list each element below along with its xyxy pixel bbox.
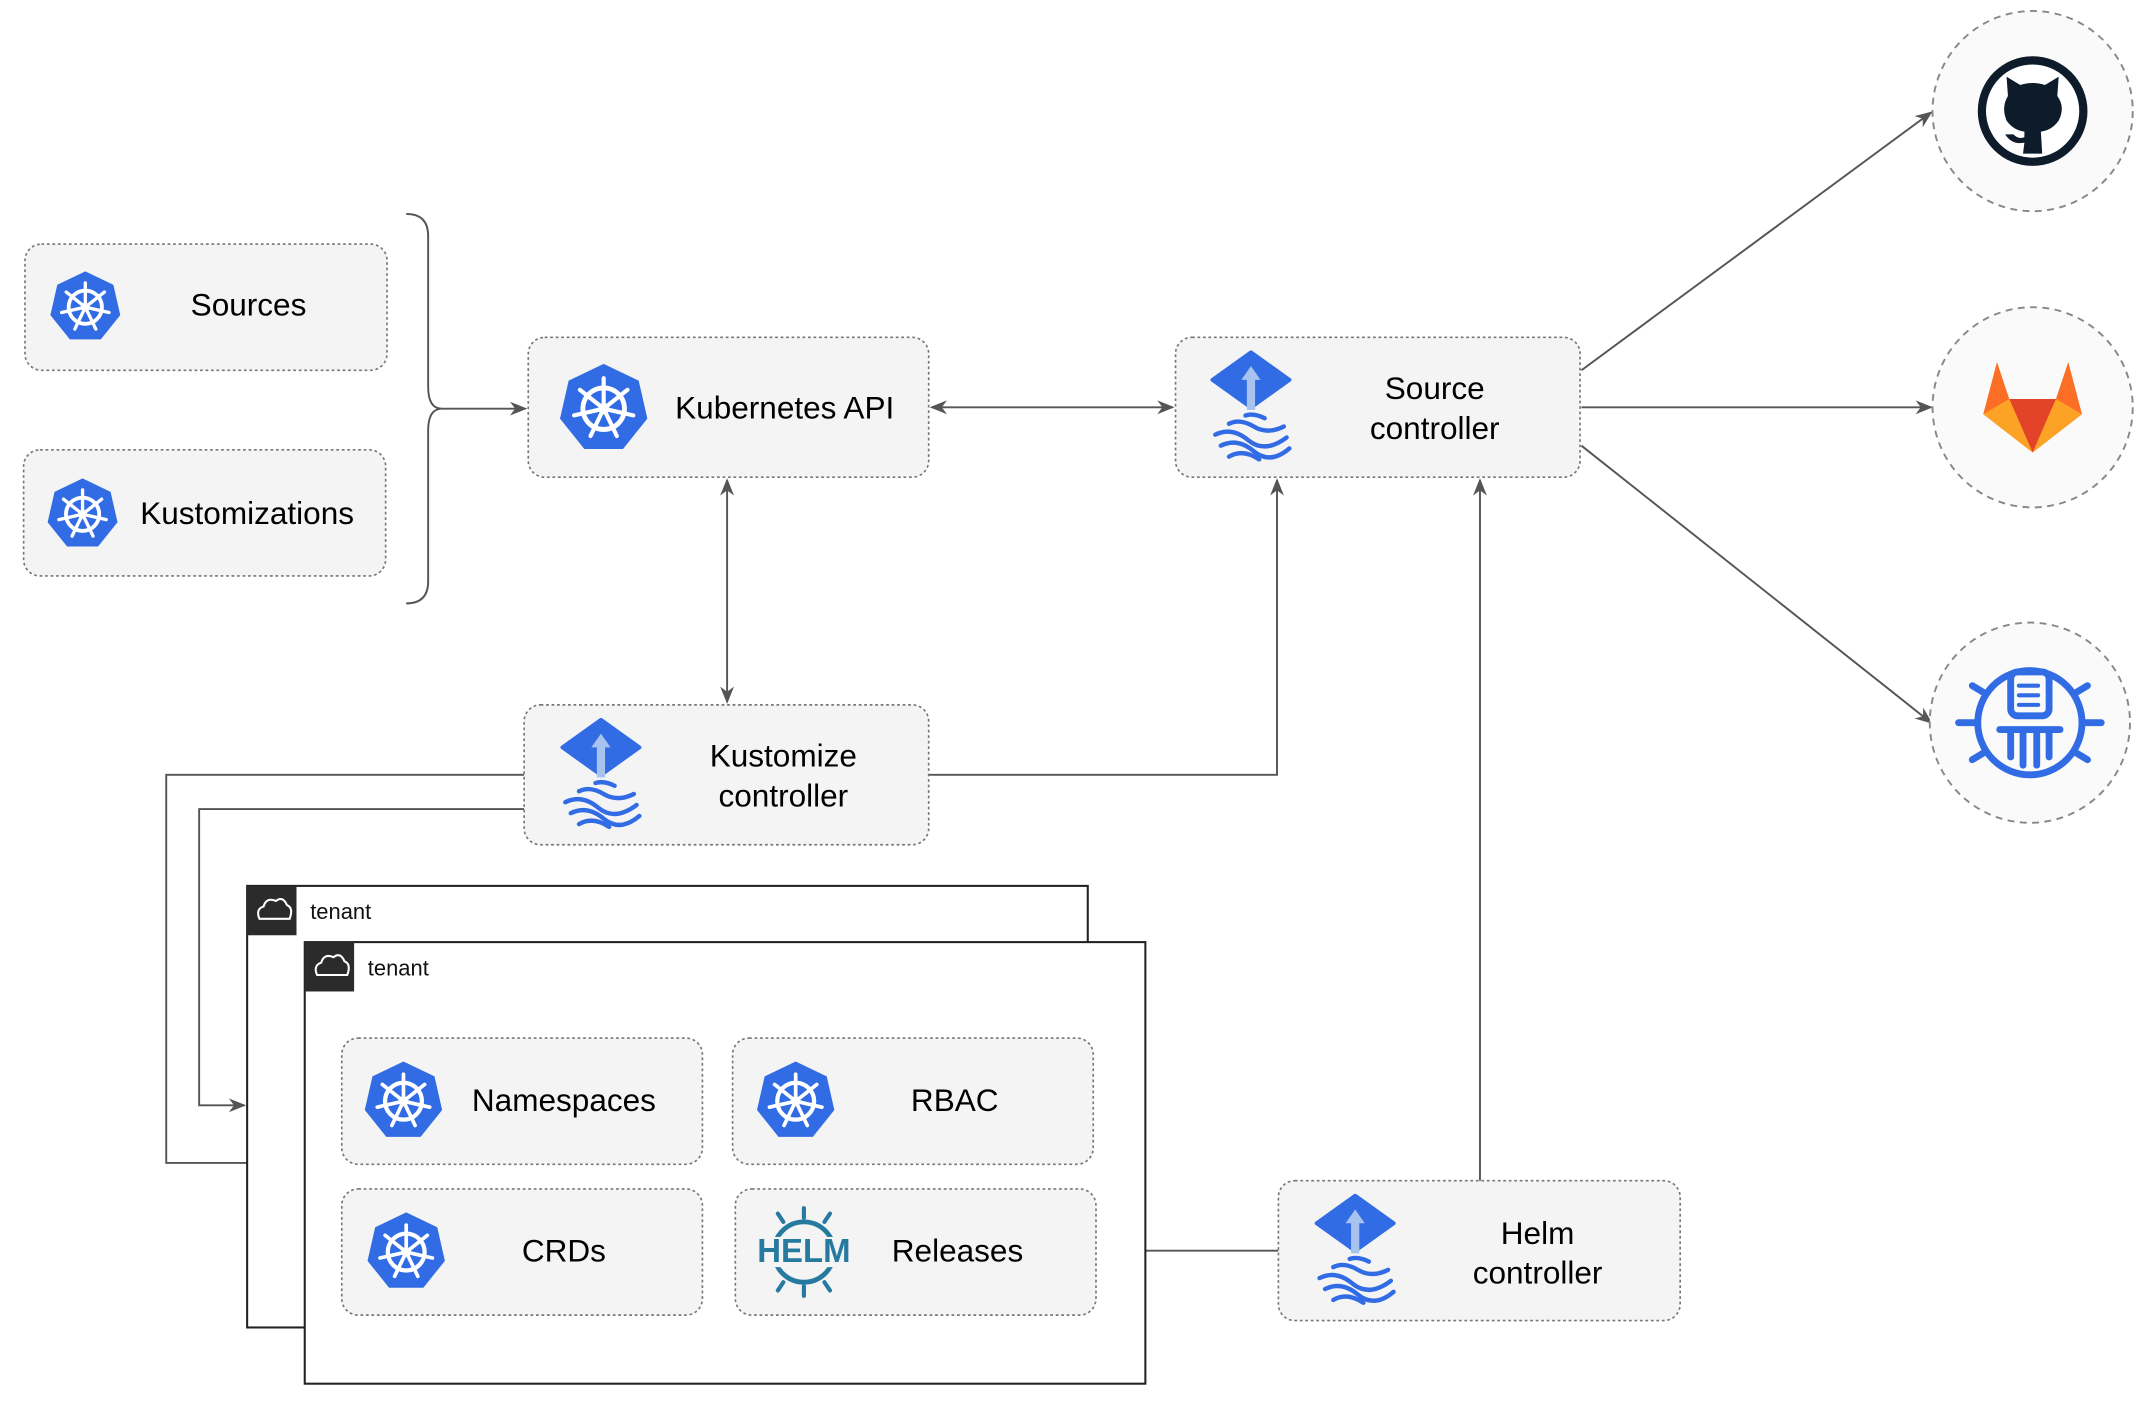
- edge-kustomize-tenant-front: [165, 773, 525, 1170]
- kustomizations-label: Kustomizations: [140, 495, 354, 531]
- releases-label: Releases: [892, 1233, 1023, 1269]
- rbac-label: RBAC: [911, 1082, 999, 1118]
- node-crds[interactable]: CRDs: [340, 1188, 704, 1316]
- namespaces-label: Namespaces: [472, 1082, 656, 1118]
- tenant-label: tenant: [310, 899, 371, 924]
- node-kustomizations[interactable]: Kustomizations: [22, 448, 387, 577]
- gitlab-node[interactable]: [1931, 306, 2134, 509]
- node-source-controller[interactable]: Source controller: [1174, 336, 1581, 479]
- node-releases[interactable]: HELM Releases: [734, 1188, 1097, 1316]
- helm-controller-label-2: controller: [1473, 1255, 1603, 1291]
- node-rbac[interactable]: RBAC: [731, 1037, 1095, 1166]
- kubernetes-api-label: Kubernetes API: [675, 389, 894, 425]
- gitlab-icon: [1983, 362, 2082, 453]
- kustomize-controller-label-2: controller: [718, 777, 848, 813]
- github-node[interactable]: [1931, 10, 2134, 213]
- source-controller-label-2: controller: [1370, 410, 1500, 446]
- connectors: [165, 111, 1933, 1258]
- edge-source-bucket: [1580, 444, 1933, 724]
- node-sources[interactable]: Sources: [24, 243, 388, 372]
- tenant-label: tenant: [368, 955, 429, 980]
- helm-controller-label-1: Helm: [1501, 1215, 1575, 1251]
- helm-icon: HELM: [754, 1206, 854, 1298]
- sources-label: Sources: [191, 287, 307, 323]
- helm-logo-text: HELM: [757, 1232, 850, 1269]
- cloud-icon: [314, 954, 350, 977]
- bucket-icon: [1955, 667, 2105, 779]
- node-helm-controller[interactable]: Helm controller: [1277, 1179, 1682, 1322]
- edge-kustomize-tenant-back: [198, 808, 525, 1113]
- node-kubernetes-api[interactable]: Kubernetes API: [527, 336, 930, 479]
- brace: [406, 212, 442, 605]
- node-kustomize-controller[interactable]: Kustomize controller: [523, 704, 930, 846]
- cloud-icon: [257, 897, 293, 920]
- bucket-node[interactable]: [1928, 621, 2131, 824]
- edge-source-github: [1580, 111, 1933, 372]
- kustomize-controller-label-1: Kustomize: [710, 738, 857, 774]
- edge-kustomize-source: [928, 478, 1284, 776]
- github-icon: [1977, 56, 2088, 166]
- source-controller-label-1: Source: [1385, 370, 1485, 406]
- crds-label: CRDs: [522, 1233, 606, 1269]
- node-namespaces[interactable]: Namespaces: [340, 1037, 704, 1166]
- tenant-front: tenant Namespaces RBAC CRDs: [303, 941, 1147, 1385]
